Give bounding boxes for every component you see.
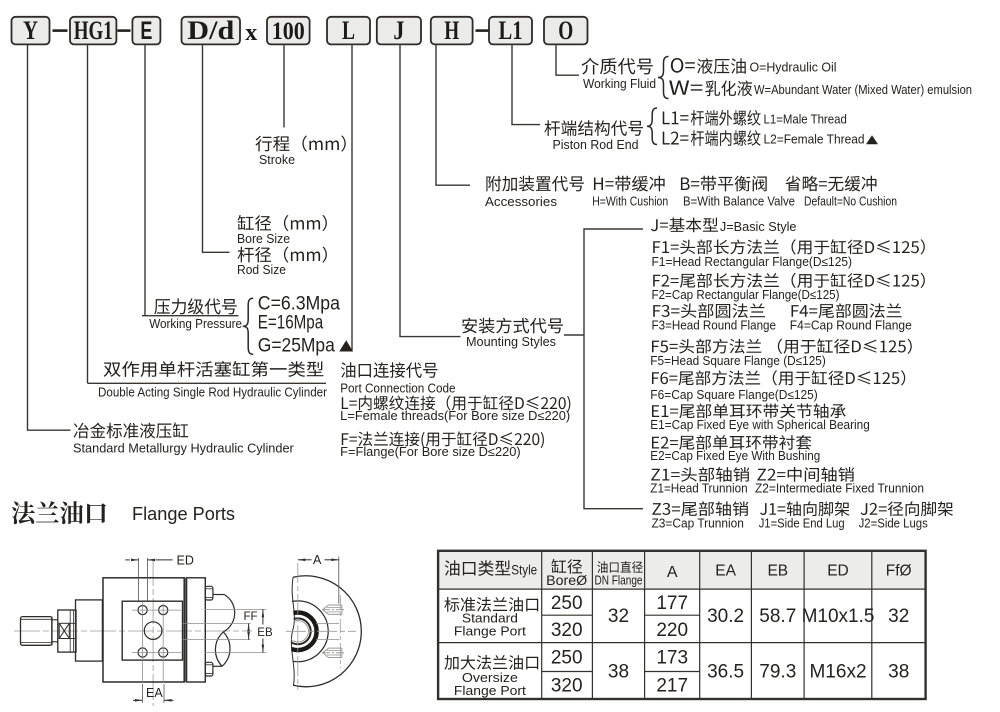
svg-text:Standard Metallurgy Hydraulic: Standard Metallurgy Hydraulic Cylinder xyxy=(73,440,294,455)
svg-text:320: 320 xyxy=(551,620,583,641)
svg-text:L1: L1 xyxy=(499,16,523,45)
svg-text:FfØ: FfØ xyxy=(886,563,912,580)
svg-text:Flange Port: Flange Port xyxy=(454,624,526,639)
svg-text:220: 220 xyxy=(656,620,688,641)
svg-text:Bore Size: Bore Size xyxy=(237,231,290,246)
svg-text:Accessories: Accessories xyxy=(485,194,558,209)
svg-text:36.5: 36.5 xyxy=(707,662,744,683)
svg-text:Standard: Standard xyxy=(462,611,518,626)
svg-text:Piston Rod End: Piston Rod End xyxy=(553,137,639,152)
svg-text:Default=No Cushion: Default=No Cushion xyxy=(804,195,897,209)
svg-text:173: 173 xyxy=(656,648,688,669)
svg-text:J1=Side End Lug: J1=Side End Lug xyxy=(759,517,845,531)
svg-text:217: 217 xyxy=(656,676,688,697)
svg-text:A: A xyxy=(667,564,678,581)
svg-text:Double Acting Single Rod Hydra: Double Acting Single Rod Hydraulic Cylin… xyxy=(98,385,328,400)
svg-text:Y: Y xyxy=(23,16,38,45)
svg-text:L=Female threads(For Bore size: L=Female threads(For Bore size D≤220) xyxy=(340,409,570,423)
svg-text:Style: Style xyxy=(511,563,537,578)
svg-text:100: 100 xyxy=(272,18,305,45)
svg-text:EB: EB xyxy=(257,627,273,639)
svg-text:G=25Mpa: G=25Mpa xyxy=(258,336,335,357)
svg-text:F4=Cap Round Flange: F4=Cap Round Flange xyxy=(790,318,912,332)
svg-text:Port Connection Code: Port Connection Code xyxy=(340,381,455,396)
svg-text:M10x1.5: M10x1.5 xyxy=(802,606,875,627)
svg-text:38: 38 xyxy=(608,662,629,683)
svg-text:J: J xyxy=(393,16,404,45)
svg-text:32: 32 xyxy=(608,606,629,627)
svg-text:F1=Head Rectangular Flange(D≤1: F1=Head Rectangular Flange(D≤125) xyxy=(652,255,853,269)
svg-text:Flange Port: Flange Port xyxy=(454,683,526,698)
svg-text:L: L xyxy=(342,16,355,45)
svg-text:38: 38 xyxy=(888,662,909,683)
svg-text:Stroke: Stroke xyxy=(259,152,295,167)
svg-text:E2=Cap Fixed Eye With Bushing: E2=Cap Fixed Eye With Bushing xyxy=(650,449,820,463)
svg-text:DN Flange: DN Flange xyxy=(595,574,643,588)
svg-text:177: 177 xyxy=(656,593,688,614)
svg-text:EA: EA xyxy=(715,563,736,580)
svg-text:F3=Head Round Flange: F3=Head Round Flange xyxy=(652,318,777,332)
svg-text:250: 250 xyxy=(551,593,583,614)
svg-text:F6=Cap Square Flange(D≤125): F6=Cap Square Flange(D≤125) xyxy=(650,388,818,402)
svg-text:Rod Size: Rod Size xyxy=(237,262,286,277)
svg-text:ED: ED xyxy=(827,563,849,580)
svg-text:B=With Balance Valve: B=With Balance Valve xyxy=(683,195,795,209)
svg-text:H=With Cushion: H=With Cushion xyxy=(592,195,668,209)
svg-text:E=16Mpa: E=16Mpa xyxy=(258,313,324,334)
svg-text:F5=Head Square Flange (D≤125): F5=Head Square Flange (D≤125) xyxy=(650,354,826,368)
svg-text:E: E xyxy=(140,17,152,45)
svg-text:Z1=Head Trunnion: Z1=Head Trunnion xyxy=(650,482,747,496)
svg-text:58.7: 58.7 xyxy=(759,606,796,627)
svg-text:BoreØ: BoreØ xyxy=(546,572,587,588)
svg-text:FF: FF xyxy=(244,611,258,623)
svg-text:Oversize: Oversize xyxy=(462,670,518,685)
svg-text:J=Basic Style: J=Basic Style xyxy=(720,219,797,234)
svg-text:Mounting Styles: Mounting Styles xyxy=(466,334,556,349)
svg-text:EA: EA xyxy=(146,686,163,700)
svg-text:EB: EB xyxy=(767,563,788,580)
svg-text:30.2: 30.2 xyxy=(707,606,744,627)
svg-text:79.3: 79.3 xyxy=(759,662,796,683)
svg-text:Z3=Cap Trunnion: Z3=Cap Trunnion xyxy=(652,517,744,531)
svg-text:A: A xyxy=(313,553,322,567)
svg-text:Working Fluid: Working Fluid xyxy=(583,76,656,91)
svg-text:Working Pressure: Working Pressure xyxy=(149,316,242,331)
svg-text:F2=Cap Rectangular Flange(D≤12: F2=Cap Rectangular Flange(D≤125) xyxy=(652,288,840,302)
svg-text:E1=Cap Fixed Eye with Spherica: E1=Cap Fixed Eye with Spherical Bearing xyxy=(650,418,870,432)
svg-text:L1=Male Thread: L1=Male Thread xyxy=(764,113,847,127)
svg-text:J2=Side Lugs: J2=Side Lugs xyxy=(859,517,928,531)
svg-text:250: 250 xyxy=(551,648,583,669)
svg-text:D/d: D/d xyxy=(187,16,235,45)
svg-text:H: H xyxy=(444,16,459,45)
svg-text:M16x2: M16x2 xyxy=(809,662,866,683)
svg-text:x: x xyxy=(245,20,257,46)
svg-text:320: 320 xyxy=(551,676,583,697)
svg-text:L2=Female Thread: L2=Female Thread xyxy=(764,133,865,147)
svg-text:HG1: HG1 xyxy=(74,16,113,45)
svg-text:O=Hydraulic Oil: O=Hydraulic Oil xyxy=(750,61,837,75)
svg-text:ED: ED xyxy=(177,553,194,567)
svg-text:W=Abundant Water (Mixed Water): W=Abundant Water (Mixed Water) emulsion xyxy=(754,83,972,97)
svg-text:C=6.3Mpa: C=6.3Mpa xyxy=(258,294,341,315)
svg-text:Z2=Intermediate Fixed Trunnion: Z2=Intermediate Fixed Trunnion xyxy=(755,482,924,496)
svg-text:O: O xyxy=(558,16,573,45)
svg-text:Flange Ports: Flange Ports xyxy=(132,503,235,524)
svg-text:32: 32 xyxy=(888,606,909,627)
svg-text:F=Flange(For Bore size D≤220): F=Flange(For Bore size D≤220) xyxy=(340,445,520,459)
